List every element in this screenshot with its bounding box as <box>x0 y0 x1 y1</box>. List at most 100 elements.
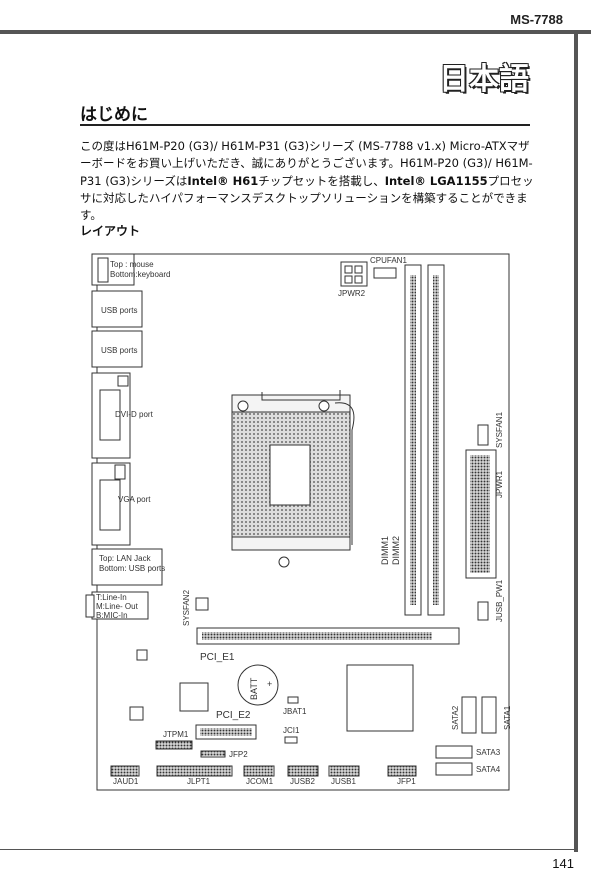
dvi-port-tab <box>117 375 129 387</box>
label-sysfan2: SYSFAN2 <box>182 589 191 626</box>
language-title: 日本語 <box>439 62 529 97</box>
page-number: 141 <box>552 856 574 871</box>
pci-e2-pins <box>200 728 252 736</box>
sata4-connector <box>435 762 473 776</box>
label-jpwr1: JPWR1 <box>495 470 504 498</box>
label-pci-e1: PCI_E1 <box>200 652 235 663</box>
label-jfp2: JFP2 <box>229 750 248 759</box>
jcom1-header <box>243 765 275 777</box>
label-sata4: SATA4 <box>476 765 501 774</box>
label-lan-top: Top: LAN Jack <box>99 554 152 563</box>
intro-text-2: チップセットを搭載し、 <box>258 173 385 188</box>
cpu-socket-retention-arm <box>334 402 355 545</box>
vga-port-tab <box>114 464 126 480</box>
jci1-connector <box>284 736 298 744</box>
intro-bold-2: Intel® LGA1155 <box>384 173 488 188</box>
jfp2-header <box>200 750 226 758</box>
ps2-port-inner <box>97 257 109 283</box>
audio-port-block <box>91 591 149 620</box>
lan-port-block <box>91 548 163 586</box>
sata1-connector <box>481 696 497 734</box>
jusb2-header <box>287 765 319 777</box>
usb-port-block-2 <box>91 330 143 368</box>
jaud1-header <box>110 765 140 777</box>
layout-title: レイアウト <box>80 224 141 238</box>
vga-port-inner <box>99 479 121 531</box>
intro-text-1: この度はH61M-P20 (G3)/ H61M-P31 (G3)シリーズ (MS… <box>80 139 533 188</box>
usb-port-block-1 <box>91 290 143 328</box>
label-line-in: T:Line-In <box>96 593 127 602</box>
label-jpwr2: JPWR2 <box>338 289 366 298</box>
intro-text-3: プロセッサに対応したハイパフォーマンスデスクトップソリューションを構築することが… <box>80 173 534 223</box>
jbat1-connector <box>287 696 299 704</box>
label-jcom1: JCOM1 <box>246 777 274 786</box>
label-batt-plus: + <box>267 679 272 689</box>
jpwr2-pin <box>344 275 353 284</box>
label-jusb-pw1: JUSB_PW1 <box>495 579 504 622</box>
chip-square <box>129 706 144 721</box>
cpu-socket-lever <box>261 390 341 401</box>
label-dimm1: DIMM1 <box>380 536 390 565</box>
label-bottom-keyboard: Bottom:keyboard <box>110 270 170 279</box>
cpu-socket-center <box>269 444 311 506</box>
chip-square <box>179 682 209 712</box>
jpwr2-pin <box>354 275 363 284</box>
section-title: はじめに <box>80 105 148 125</box>
label-dvi-port: DVI-D port <box>115 410 154 419</box>
jtpm1-header <box>155 740 193 750</box>
bottom-rule <box>0 849 578 850</box>
label-jaud1: JAUD1 <box>113 777 139 786</box>
dimm1-slot-pins <box>410 275 416 605</box>
label-top-mouse: Top : mouse <box>110 260 154 269</box>
cpu-mount-hole <box>237 400 249 412</box>
label-jtpm1: JTPM1 <box>163 730 189 739</box>
audio-port-side <box>85 594 95 618</box>
label-batt: BATT <box>249 677 259 700</box>
label-usb-ports-2: USB ports <box>101 346 137 355</box>
pci-e1-pins <box>202 632 432 640</box>
chip-square <box>136 649 148 661</box>
sata3-connector <box>435 745 473 759</box>
model-header: MS-7788 <box>510 12 563 27</box>
label-pci-e2: PCI_E2 <box>216 710 251 721</box>
sysfan1-connector <box>477 424 489 446</box>
jpwr2-pin <box>344 265 353 274</box>
intro-paragraph: この度はH61M-P20 (G3)/ H61M-P31 (G3)シリーズ (MS… <box>80 138 535 224</box>
label-sysfan1: SYSFAN1 <box>495 411 504 448</box>
label-jci1: JCI1 <box>283 726 300 735</box>
top-rule <box>0 30 591 34</box>
label-vga-port: VGA port <box>118 495 151 504</box>
battery <box>237 664 279 706</box>
label-cpufan: CPUFAN1 <box>370 256 407 265</box>
jfp1-header <box>387 765 417 777</box>
jusb1-header <box>328 765 360 777</box>
label-jusb2: JUSB2 <box>290 777 315 786</box>
jpwr2-pin <box>354 265 363 274</box>
label-sata3: SATA3 <box>476 748 501 757</box>
label-dimm2: DIMM2 <box>391 536 401 565</box>
cpu-mount-hole <box>278 556 290 568</box>
label-line-out: M:Line- Out <box>96 602 139 611</box>
label-jfp1: JFP1 <box>397 777 416 786</box>
sata2-connector <box>461 696 477 734</box>
intro-bold-1: Intel® H61 <box>187 173 259 188</box>
cpu-mount-hole <box>318 400 330 412</box>
label-mic-in: B:MIC-In <box>96 611 128 620</box>
section-rule <box>80 124 530 126</box>
label-jusb1: JUSB1 <box>331 777 356 786</box>
label-jbat1: JBAT1 <box>283 707 307 716</box>
sysfan2-connector <box>195 597 209 611</box>
jusb-pw1-connector <box>477 601 489 621</box>
jlpt1-header <box>156 765 233 777</box>
dvi-port-inner <box>99 389 121 441</box>
cpufan-connector <box>373 267 397 279</box>
dimm2-slot-pins <box>433 275 439 605</box>
chipset <box>346 664 414 732</box>
label-jlpt1: JLPT1 <box>187 777 211 786</box>
label-usb-ports-1: USB ports <box>101 306 137 315</box>
side-rule <box>574 30 578 852</box>
label-sata2: SATA2 <box>451 705 460 730</box>
label-lan-bottom: Bottom: USB ports <box>99 564 165 573</box>
jpwr1-pins <box>470 455 490 573</box>
